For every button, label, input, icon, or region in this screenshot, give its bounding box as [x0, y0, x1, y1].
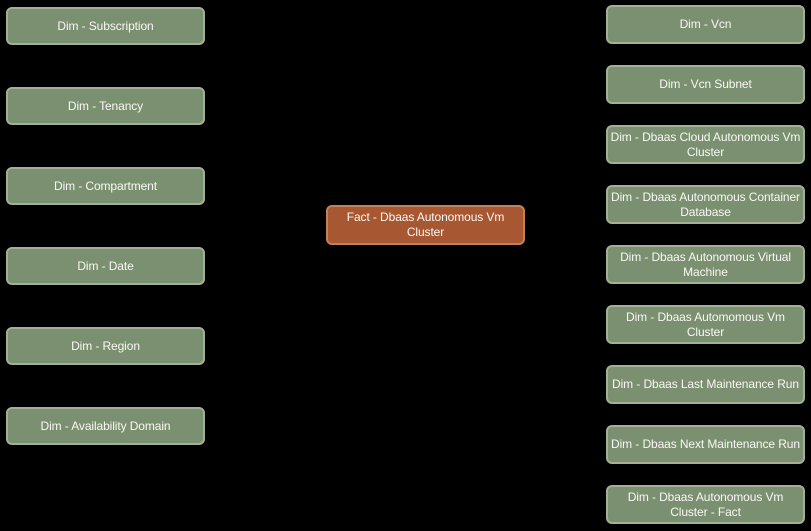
left-dimension-column: Dim - Subscription Dim - Tenancy Dim - C… — [6, 7, 205, 445]
node-dim-dbaas-autonomous-virtual-machine[interactable]: Dim - Dbaas Autonomous Virtual Machine — [606, 245, 805, 284]
node-dim-availability-domain[interactable]: Dim - Availability Domain — [6, 407, 205, 445]
node-dim-dbaas-last-maintenance-run[interactable]: Dim - Dbaas Last Maintenance Run — [606, 365, 805, 404]
node-dim-tenancy[interactable]: Dim - Tenancy — [6, 87, 205, 125]
node-dim-date[interactable]: Dim - Date — [6, 247, 205, 285]
node-dim-dbaas-autonomous-vm-cluster-fact[interactable]: Dim - Dbaas Autonomous Vm Cluster - Fact — [606, 485, 805, 524]
node-dim-dbaas-autonomous-container-database[interactable]: Dim - Dbaas Autonomous Container Databas… — [606, 185, 805, 224]
node-dim-dbaas-cloud-autonomous-vm-cluster[interactable]: Dim - Dbaas Cloud Autonomous Vm Cluster — [606, 125, 805, 164]
node-dim-vcn-subnet[interactable]: Dim - Vcn Subnet — [606, 65, 805, 104]
node-dim-vcn[interactable]: Dim - Vcn — [606, 5, 805, 44]
node-dim-dbaas-next-maintenance-run[interactable]: Dim - Dbaas Next Maintenance Run — [606, 425, 805, 464]
node-dim-subscription[interactable]: Dim - Subscription — [6, 7, 205, 45]
node-fact-dbaas-autonomous-vm-cluster[interactable]: Fact - Dbaas Autonomous Vm Cluster — [326, 205, 525, 245]
right-dimension-column: Dim - Vcn Dim - Vcn Subnet Dim - Dbaas C… — [606, 5, 805, 524]
node-dim-dbaas-automomous-vm-cluster[interactable]: Dim - Dbaas Automomous Vm Cluster — [606, 305, 805, 344]
node-dim-region[interactable]: Dim - Region — [6, 327, 205, 365]
node-dim-compartment[interactable]: Dim - Compartment — [6, 167, 205, 205]
